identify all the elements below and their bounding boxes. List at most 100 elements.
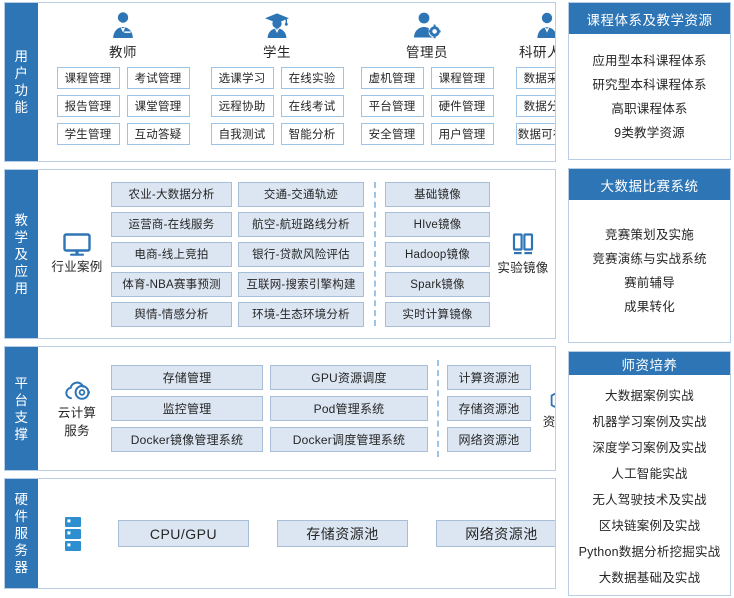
case-column: 农业-大数据分析 运营商-在线服务 电商-线上竞拍 体育-NBA赛事预测 舆情-…: [111, 181, 232, 327]
function-column: 选课学习 远程协助 自我测试: [210, 67, 274, 145]
panel-item[interactable]: 无人驾驶技术及实战: [592, 493, 707, 507]
function-box[interactable]: 安全管理: [360, 123, 424, 145]
case-box[interactable]: 环境-生态环境分析: [238, 301, 364, 327]
server-rack-icon: [46, 516, 100, 552]
function-box[interactable]: 远程协助: [210, 95, 274, 117]
function-box[interactable]: 互动答疑: [126, 123, 190, 145]
admin-icon: [412, 9, 442, 39]
panel-item[interactable]: 9类教学资源: [614, 125, 685, 140]
platform-box[interactable]: Pod管理系统: [270, 396, 428, 421]
panel-item[interactable]: 赛前辅导: [624, 276, 675, 290]
function-box[interactable]: 报告管理: [56, 95, 120, 117]
case-column: 交通-交通轨迹 航空-航班路线分析 银行-贷款风险评估 互联网-搜索引擎构建 环…: [238, 181, 364, 327]
panel-course-system: 课程体系及教学资源 应用型本科课程体系 研究型本科课程体系 高职课程体系 9类教…: [568, 2, 731, 160]
experiment-image-list: 基础镜像 HIve镜像 Hadoop镜像 Spark镜像 实时计算镜像: [385, 181, 490, 327]
panel-item[interactable]: 竞赛演练与实战系统: [592, 252, 707, 266]
function-box[interactable]: 在线考试: [280, 95, 344, 117]
image-box[interactable]: HIve镜像: [385, 211, 490, 237]
image-box[interactable]: 基础镜像: [385, 181, 490, 207]
pool-box[interactable]: 网络资源池: [447, 427, 531, 452]
panel-item[interactable]: Python数据分析挖掘实战: [578, 545, 721, 559]
section-body-user-functions: 教师 课程管理 报告管理 学生管理 考试管理 课堂管理 互动答疑: [38, 3, 555, 161]
hardware-box[interactable]: CPU/GPU: [118, 520, 249, 547]
researcher-icon: [535, 9, 555, 39]
case-box[interactable]: 电商-线上竞拍: [111, 241, 232, 267]
function-box[interactable]: 虚机管理: [360, 67, 424, 89]
monitor-icon: [63, 233, 91, 257]
image-box[interactable]: Spark镜像: [385, 271, 490, 297]
section-label-platform-support: 平台支撑: [5, 347, 38, 470]
platform-box[interactable]: 存储管理: [111, 365, 263, 390]
section-label-user-functions: 用户功能: [5, 3, 38, 161]
function-column: 课程管理 硬件管理 用户管理: [430, 67, 494, 145]
panel-title: 大数据比赛系统: [569, 169, 730, 200]
experiment-image-label: 实验镜像: [490, 232, 555, 276]
image-box[interactable]: 实时计算镜像: [385, 301, 490, 327]
role-student: 学生 选课学习 远程协助 自我测试 在线实验 在线考试 智能分析: [202, 9, 352, 155]
function-box[interactable]: 在线实验: [280, 67, 344, 89]
function-box[interactable]: 考试管理: [126, 67, 190, 89]
function-box[interactable]: 平台管理: [360, 95, 424, 117]
panel-item[interactable]: 人工智能实战: [611, 467, 688, 481]
function-box[interactable]: 课堂管理: [126, 95, 190, 117]
case-box[interactable]: 运营商-在线服务: [111, 211, 232, 237]
function-box[interactable]: 选课学习: [210, 67, 274, 89]
student-icon: [263, 9, 291, 39]
resource-pool-icon: [548, 388, 555, 412]
cloud-service-caption-line2: 服务: [64, 423, 90, 438]
case-box[interactable]: 航空-航班路线分析: [238, 211, 364, 237]
case-box[interactable]: 体育-NBA赛事预测: [111, 271, 232, 297]
vertical-dashed-divider: [437, 360, 439, 457]
panel-item[interactable]: 深度学习案例及实战: [592, 441, 707, 455]
function-box[interactable]: 智能分析: [280, 123, 344, 145]
platform-box[interactable]: GPU资源调度: [270, 365, 428, 390]
panel-item[interactable]: 竞赛策划及实施: [605, 228, 694, 242]
panel-item[interactable]: 机器学习案例及实战: [592, 415, 707, 429]
role-name: 科研人员: [519, 45, 555, 60]
platform-column: GPU资源调度 Pod管理系统 Docker调度管理系统: [270, 365, 428, 452]
pool-box[interactable]: 计算资源池: [447, 365, 531, 390]
panel-title: 课程体系及教学资源: [569, 3, 730, 34]
platform-box[interactable]: Docker调度管理系统: [270, 427, 428, 452]
function-box[interactable]: 用户管理: [430, 123, 494, 145]
pool-box[interactable]: 存储资源池: [447, 396, 531, 421]
function-column: 虚机管理 平台管理 安全管理: [360, 67, 424, 145]
function-box[interactable]: 自我测试: [210, 123, 274, 145]
server-pair-icon: [510, 232, 536, 258]
panel-item[interactable]: 大数据基础及实战: [598, 571, 701, 585]
case-box[interactable]: 银行-贷款风险评估: [238, 241, 364, 267]
hardware-box[interactable]: 网络资源池: [436, 520, 555, 547]
image-box[interactable]: Hadoop镜像: [385, 241, 490, 267]
panel-item[interactable]: 大数据案例实战: [605, 389, 694, 403]
function-box[interactable]: 数据分析: [515, 95, 555, 117]
panel-item[interactable]: 成果转化: [624, 300, 675, 314]
section-label-text: 硬件服务器: [14, 492, 29, 575]
case-box[interactable]: 农业-大数据分析: [111, 181, 232, 207]
function-column: 在线实验 在线考试 智能分析: [280, 67, 344, 145]
function-box[interactable]: 数据可视化: [515, 123, 555, 145]
section-body-hardware-servers: CPU/GPU 存储资源池 网络资源池: [38, 479, 555, 588]
case-box[interactable]: 交通-交通轨迹: [238, 181, 364, 207]
panel-item[interactable]: 应用型本科课程体系: [592, 53, 707, 68]
function-box[interactable]: 数据采集: [515, 67, 555, 89]
resource-pool-caption: 资源池: [542, 414, 556, 429]
cloud-service-caption-line1: 云计算: [57, 405, 97, 420]
function-box[interactable]: 课程管理: [430, 67, 494, 89]
vertical-dashed-divider: [374, 182, 376, 326]
panel-item[interactable]: 研究型本科课程体系: [592, 77, 707, 92]
case-box[interactable]: 舆情-情感分析: [111, 301, 232, 327]
platform-box[interactable]: Docker镜像管理系统: [111, 427, 263, 452]
role-researcher: 科研人员 数据采集 数据分析 数据可视化: [502, 9, 555, 155]
function-box[interactable]: 学生管理: [56, 123, 120, 145]
resource-pool-list: 计算资源池 存储资源池 网络资源池: [447, 365, 531, 452]
function-box[interactable]: 硬件管理: [430, 95, 494, 117]
platform-columns: 存储管理 监控管理 Docker镜像管理系统 GPU资源调度 Pod管理系统 D…: [111, 365, 428, 452]
panel-item[interactable]: 高职课程体系: [611, 101, 688, 116]
panel-faculty-training: 师资培养 大数据案例实战 机器学习案例及实战 深度学习案例及实战 人工智能实战 …: [568, 351, 731, 596]
panel-item[interactable]: 区块链案例及实战: [598, 519, 701, 533]
function-box[interactable]: 课程管理: [56, 67, 120, 89]
platform-box[interactable]: 监控管理: [111, 396, 263, 421]
hardware-box[interactable]: 存储资源池: [277, 520, 408, 547]
case-box[interactable]: 互联网-搜索引擎构建: [238, 271, 364, 297]
industry-case-caption: 行业案例: [51, 260, 103, 274]
